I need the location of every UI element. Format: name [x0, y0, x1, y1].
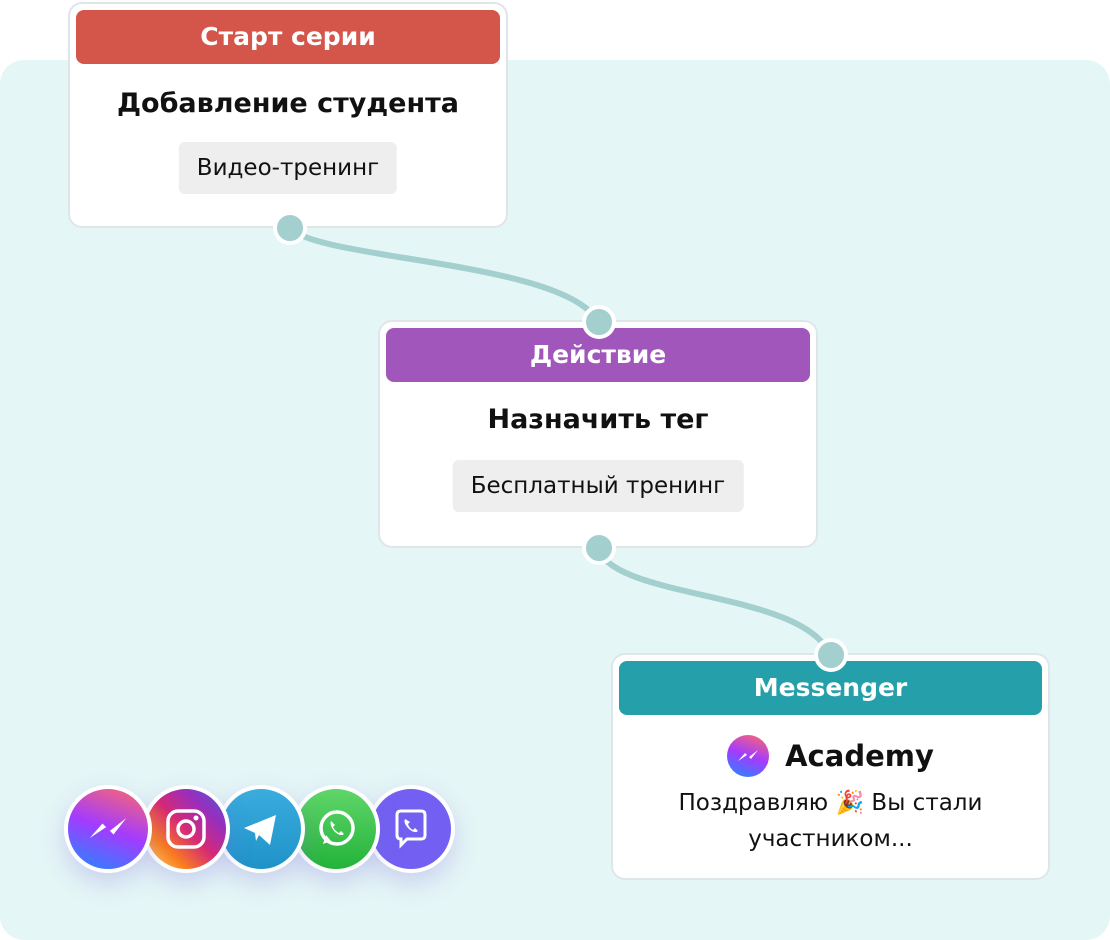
node-action[interactable]: Действие Назначить тег Бесплатный тренин…	[378, 320, 818, 548]
viber-icon	[367, 785, 455, 873]
messenger-icon	[727, 735, 770, 777]
node-tag: Бесплатный тренинг	[452, 460, 744, 512]
instagram-icon	[142, 785, 230, 873]
connector-1	[285, 223, 600, 322]
output-port[interactable]	[582, 531, 616, 565]
node-tag: Видео-тренинг	[178, 142, 398, 194]
output-port[interactable]	[273, 211, 307, 245]
node-messenger[interactable]: Messenger Academy Поздравляю 🎉 Вы стали …	[611, 653, 1050, 880]
node-start-series[interactable]: Старт серии Добавление студента Видео-тр…	[68, 2, 508, 228]
node-title: Назначить тег	[487, 404, 709, 435]
input-port[interactable]	[814, 638, 848, 672]
connector-2	[594, 544, 832, 655]
node-title: Добавление студента	[116, 88, 460, 119]
input-port[interactable]	[582, 305, 616, 339]
whatsapp-icon	[292, 785, 380, 873]
telegram-icon	[217, 785, 305, 873]
node-header: Старт серии	[76, 10, 500, 64]
messenger-icon	[64, 785, 152, 873]
node-title: Academy	[785, 739, 934, 773]
node-message: Поздравляю 🎉 Вы стали участником...	[678, 790, 983, 852]
